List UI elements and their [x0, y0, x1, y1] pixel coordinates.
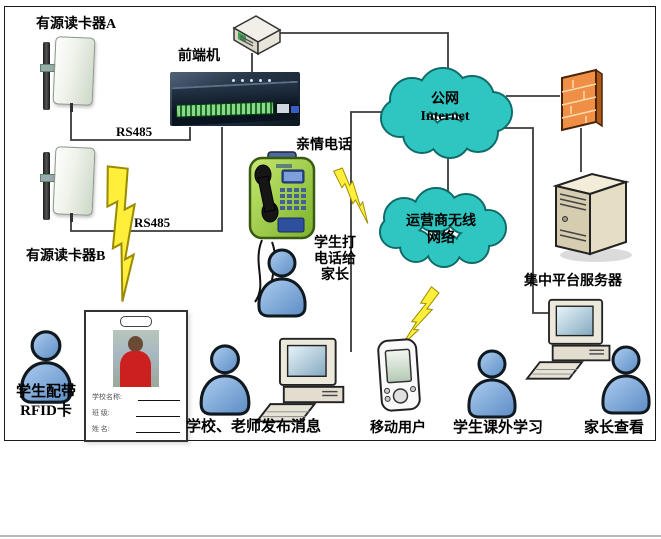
card-field-class: 班 级:	[92, 409, 180, 417]
card-field-name-label: 姓 名:	[92, 425, 110, 433]
family-phone-label: 亲情电话	[296, 138, 352, 153]
reader-b-label: 有源读卡器B	[26, 249, 106, 264]
server-icon	[552, 172, 632, 262]
antenna-panel	[52, 146, 96, 216]
school-computer-icon	[255, 337, 345, 423]
rs485-a-label: RS485	[116, 124, 153, 139]
ethernet-port	[276, 103, 290, 114]
front-end-label: 前端机	[178, 49, 220, 64]
antenna-pole	[43, 42, 50, 110]
connection-lines	[70, 32, 582, 352]
rs485-b-label: RS485	[134, 215, 171, 230]
window-bottom-edge	[0, 535, 661, 537]
card-slot	[120, 316, 152, 327]
student-study-label: 学生课外学习	[453, 420, 544, 436]
modem-icon	[232, 15, 282, 56]
lightning-phone-carrier-icon	[327, 165, 381, 224]
card-field-school-label: 学校名称:	[92, 393, 122, 401]
internet-cloud-label-line1: 公网	[431, 92, 459, 107]
server-label: 集中平台服务器	[524, 274, 622, 289]
internet-cloud-label: 公网 Internet	[385, 91, 505, 125]
card-field-name: 姓 名:	[92, 425, 180, 433]
student-caller-person-icon	[257, 248, 307, 318]
mobile-user-label: 移动用户	[370, 421, 426, 436]
rfid-reader-a-icon	[30, 36, 96, 116]
line-internet-school-pc	[350, 111, 386, 352]
internet-cloud-icon	[380, 67, 513, 159]
school-teacher-label: 学校、老师发布消息	[186, 419, 322, 435]
carrier-cloud-label-line2: 网络	[427, 231, 455, 246]
parent-view-label: 家长查看	[584, 420, 645, 436]
teacher-person-icon	[199, 344, 251, 416]
rfid-student-caption: 学生配带 RFID卡	[15, 384, 76, 419]
reader-a-label: 有源读卡器A	[36, 17, 117, 32]
rfid-id-card: 学校名称: 班 级: 姓 名:	[84, 310, 188, 442]
line-internet-view-pc	[504, 127, 550, 314]
antenna-feed	[70, 213, 73, 222]
front-end-machine-icon	[170, 72, 300, 126]
antenna-pole	[43, 152, 50, 220]
card-field-class-label: 班 级:	[92, 409, 110, 417]
line-readerA-frontend	[70, 112, 191, 141]
view-computer-icon	[525, 298, 611, 380]
status-leds	[232, 79, 271, 82]
antenna-feed	[70, 103, 73, 112]
vga-port	[290, 105, 300, 114]
line-modem-internet	[280, 32, 449, 84]
carrier-cloud-icon	[379, 187, 507, 268]
family-phone-icon	[248, 151, 316, 240]
firewall-icon	[561, 68, 603, 132]
line-readerB-frontend	[70, 127, 223, 232]
student-photo	[113, 330, 159, 387]
mobile-pda-icon	[377, 338, 421, 412]
rfid-reader-b-icon	[30, 146, 96, 226]
card-field-school: 学校名称:	[92, 393, 180, 401]
diagram-border	[4, 6, 656, 441]
study-student-person-icon	[467, 349, 517, 419]
internet-cloud-label-line2: Internet	[420, 109, 470, 124]
antenna-panel	[52, 36, 96, 106]
carrier-cloud-label-line1: 运营商无线	[406, 214, 476, 229]
carrier-cloud-label: 运营商无线 网络	[379, 213, 503, 247]
student-call-caption: 学生打 电话给 家长	[314, 236, 356, 283]
